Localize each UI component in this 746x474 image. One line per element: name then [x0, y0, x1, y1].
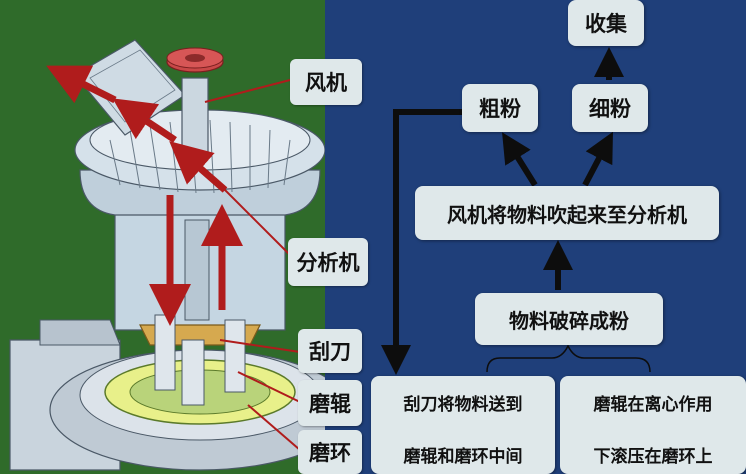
roller-process-line-1: 磨辊在离心作用: [593, 395, 713, 415]
crush-box: 物料破碎成粉: [475, 293, 663, 345]
blow-to-analyzer-box: 风机将物料吹起来至分析机: [415, 186, 719, 240]
roller-process-line-2: 下滚压在磨环上: [593, 447, 713, 467]
fan-label: 风机: [290, 59, 362, 105]
fine-powder-box: 细粉: [572, 84, 648, 132]
raymond-mill-illustration: [9, 39, 325, 471]
coarse-powder-box: 粗粉: [462, 84, 538, 132]
flow-arrows: [381, 47, 624, 375]
scraper-process-line-2: 磨辊和磨环中间: [403, 447, 523, 467]
scraper-process-box: 刮刀将物料送到 磨辊和磨环中间: [371, 376, 555, 474]
roller-process-box: 磨辊在离心作用 下滚压在磨环上: [560, 376, 746, 474]
analyzer-label: 分析机: [288, 238, 368, 286]
collect-box: 收集: [568, 0, 644, 46]
roller-label: 磨辊: [298, 380, 362, 426]
roller-3: [181, 339, 205, 406]
brace: [486, 344, 651, 373]
ring-label: 磨环: [298, 430, 362, 474]
scraper-process-line-1: 刮刀将物料送到: [403, 395, 523, 415]
scraper-label: 刮刀: [298, 329, 362, 373]
